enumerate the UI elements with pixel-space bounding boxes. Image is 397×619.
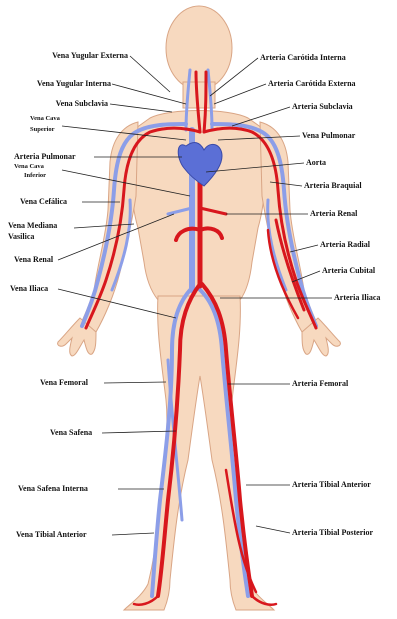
- label-arteria-braquial: Arteria Braquial: [304, 181, 362, 190]
- label-vena-mediana-line1: Vena Mediana: [8, 221, 57, 230]
- label-vena-femoral: Vena Femoral: [40, 378, 88, 387]
- label-vena-yugular-interna: Vena Yugular Interna: [6, 79, 111, 88]
- label-arteria-femoral: Arteria Femoral: [292, 379, 348, 388]
- label-arteria-carotida-interna: Arteria Carótida Interna: [260, 53, 346, 62]
- label-arteria-iliaca: Arteria Iliaca: [334, 293, 380, 302]
- label-vena-safena: Vena Safena: [50, 428, 92, 437]
- label-arteria-renal: Arteria Renal: [310, 209, 357, 218]
- label-vena-cava-superior-line2: Superior: [30, 126, 55, 133]
- label-vena-renal: Vena Renal: [14, 255, 53, 264]
- label-arteria-pulmonar: Arteria Pulmonar: [14, 152, 76, 161]
- label-vena-subclavia: Vena Subclavia: [6, 99, 108, 108]
- label-vena-mediana-line2: Vasilica: [8, 232, 34, 241]
- label-vena-cefalica: Vena Cefálica: [20, 197, 67, 206]
- leader-vena-yugular-interna: [112, 84, 186, 104]
- label-vena-tibial-anterior: Vena Tibial Anterior: [16, 530, 87, 539]
- leader-vena-yugular-externa: [130, 56, 170, 92]
- leader-vena-tibial-anterior: [112, 533, 154, 535]
- leader-vena-subclavia: [110, 104, 172, 112]
- label-arteria-tibial-posterior: Arteria Tibial Posterior: [292, 528, 373, 537]
- label-vena-yugular-externa: Vena Yugular Externa: [6, 51, 128, 60]
- label-vena-cava-inferior-line2: Inferior: [24, 172, 46, 179]
- body-silhouette: [58, 6, 341, 610]
- label-arteria-tibial-anterior: Arteria Tibial Anterior: [292, 480, 371, 489]
- label-arteria-radial: Arteria Radial: [320, 240, 370, 249]
- label-vena-cava-inferior-line1: Vena Cava: [14, 163, 44, 170]
- leader-vena-safena: [102, 431, 176, 433]
- label-vena-iliaca: Vena Iliaca: [10, 284, 48, 293]
- label-arteria-subclavia: Arteria Subclavia: [292, 102, 353, 111]
- label-arteria-cubital: Arteria Cubital: [322, 266, 375, 275]
- label-vena-safena-interna: Vena Safena Interna: [18, 484, 88, 493]
- leader-vena-femoral: [104, 382, 166, 383]
- label-arteria-carotida-externa: Arteria Carótida Externa: [268, 79, 356, 88]
- label-aorta: Aorta: [306, 158, 326, 167]
- label-vena-pulmonar: Vena Pulmonar: [302, 131, 355, 140]
- label-vena-cava-superior-line1: Vena Cava: [30, 115, 60, 122]
- leader-arteria-tibial-posterior: [256, 526, 290, 533]
